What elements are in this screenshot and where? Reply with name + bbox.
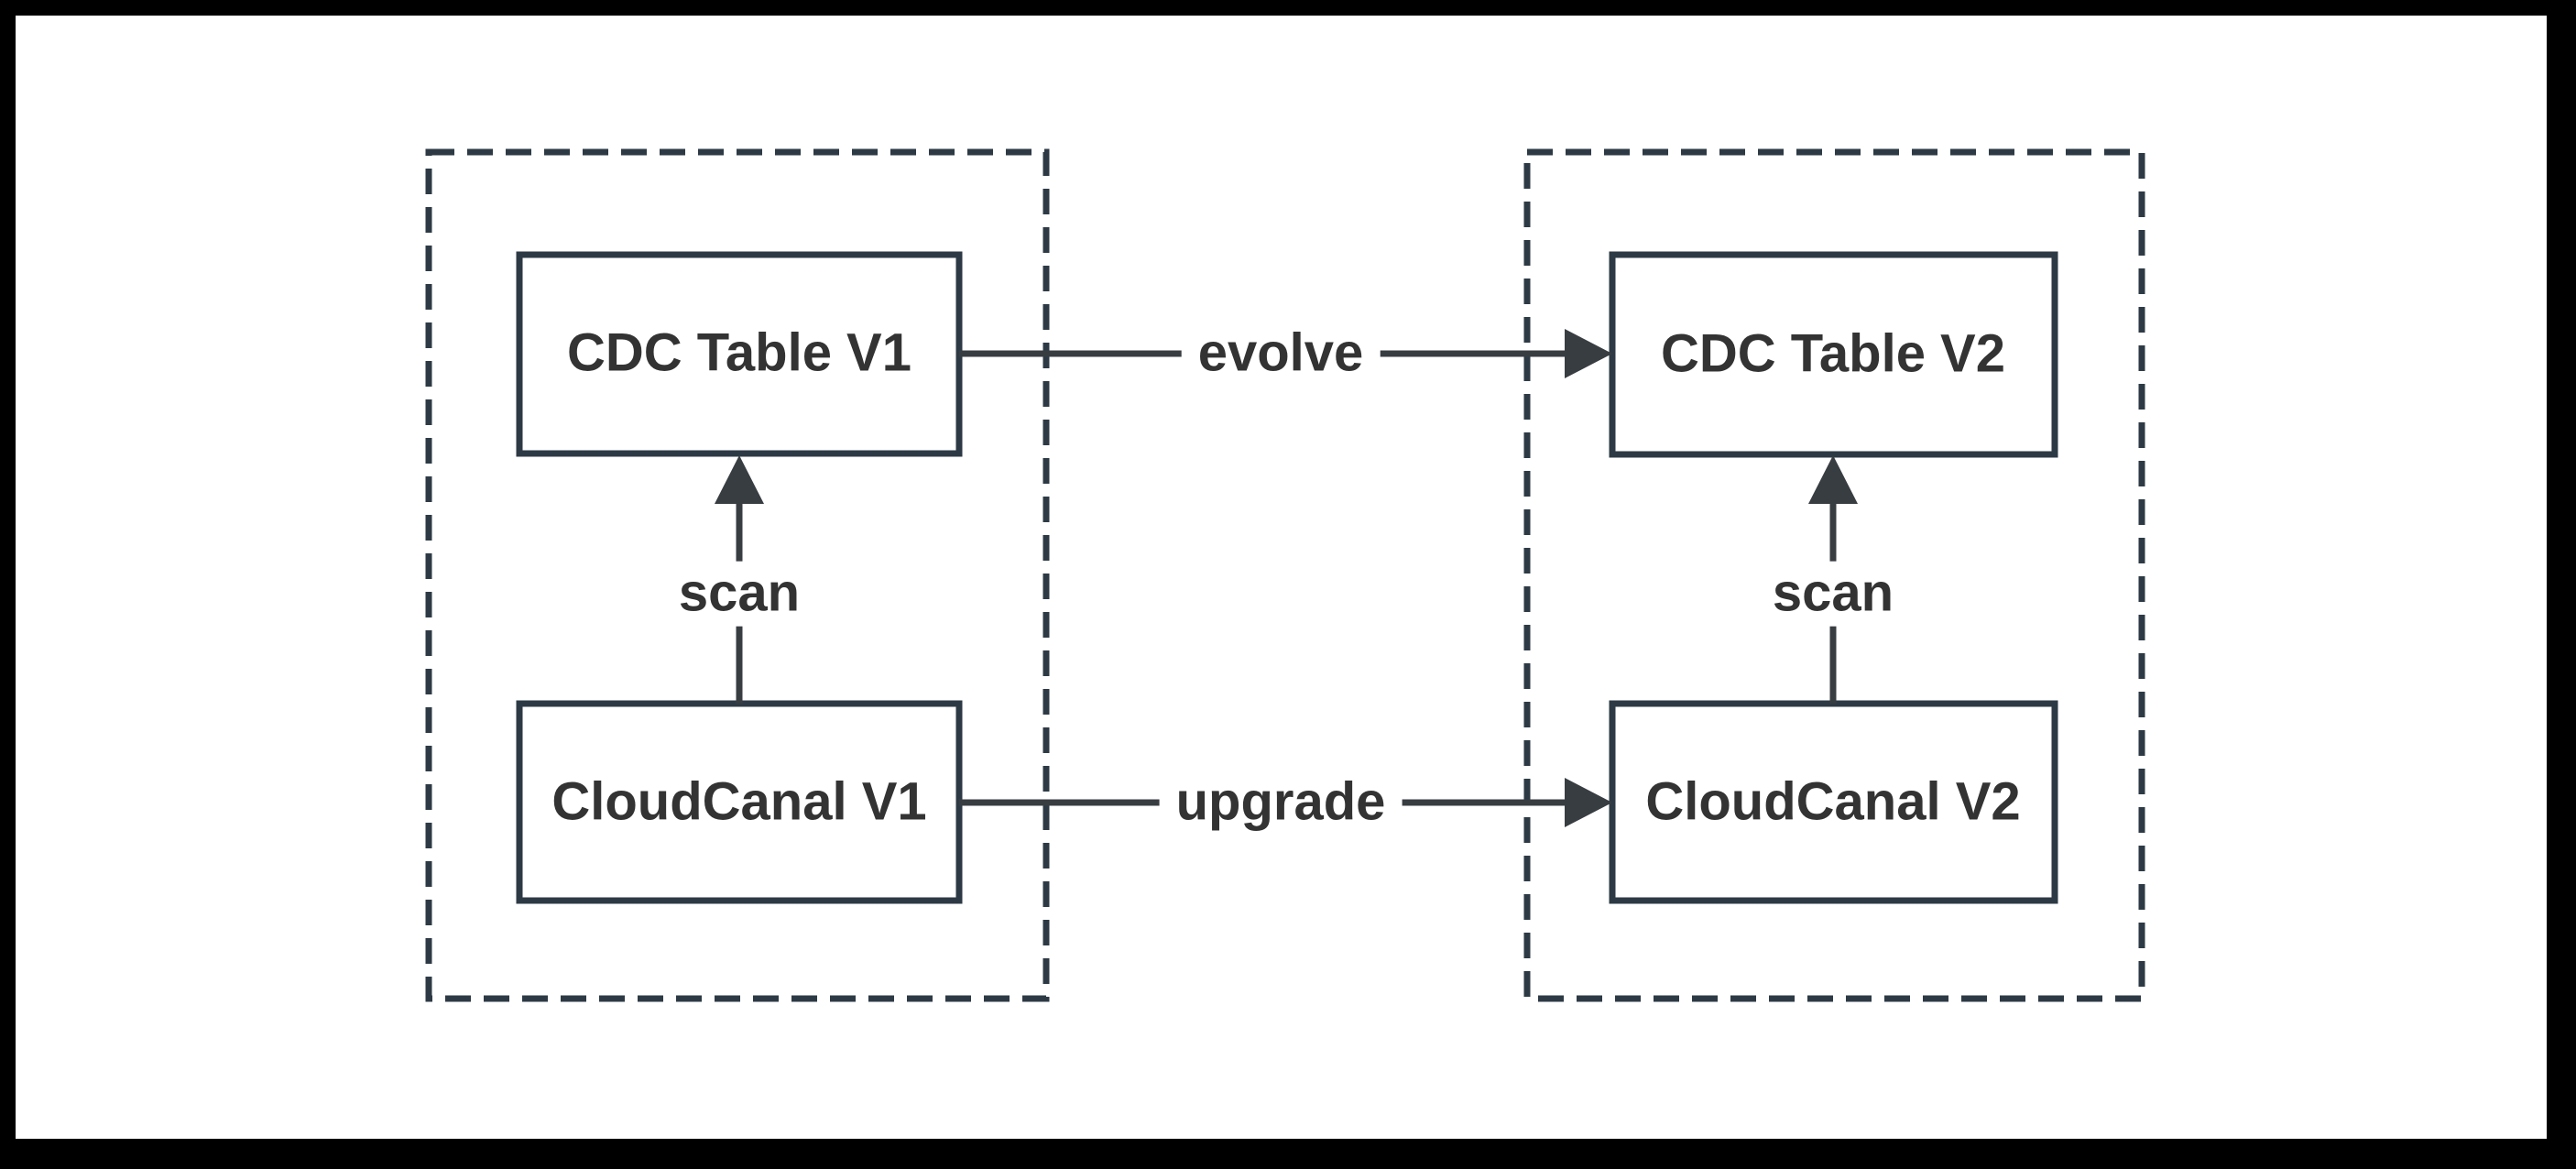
edge-upgrade-arrowhead: [1565, 778, 1612, 827]
node-cdc-table-v1-box: [516, 251, 963, 457]
edge-scan-left-arrowhead: [715, 455, 764, 504]
node-cdc-table-v2-label: CDC Table V2: [1660, 323, 2006, 384]
edge-evolve-arrowhead: [1565, 329, 1612, 378]
edge-evolve-label: evolve: [1181, 321, 1381, 387]
diagram-shapes-layer: [425, 148, 2145, 1002]
edge-scan-right-label: scan: [1755, 561, 1911, 627]
node-cloudcanal-v2-label: CloudCanal V2: [1645, 771, 2021, 832]
node-cdc-table-v2-box: [1609, 251, 2058, 458]
edge-upgrade-label: upgrade: [1159, 770, 1403, 836]
edge-scan-left-label: scan: [661, 561, 817, 627]
node-cloudcanal-v1-label: CloudCanal V1: [551, 771, 927, 832]
edge-scan-right-arrowhead: [1808, 455, 1858, 504]
diagram-canvas: CDC Table V1 CloudCanal V1 CDC Table V2 …: [16, 16, 2547, 1139]
node-cdc-table-v1-label: CDC Table V1: [566, 322, 912, 383]
group-v1-dashed-container: [425, 148, 1050, 1002]
node-cloudcanal-v1-box: [516, 700, 963, 904]
